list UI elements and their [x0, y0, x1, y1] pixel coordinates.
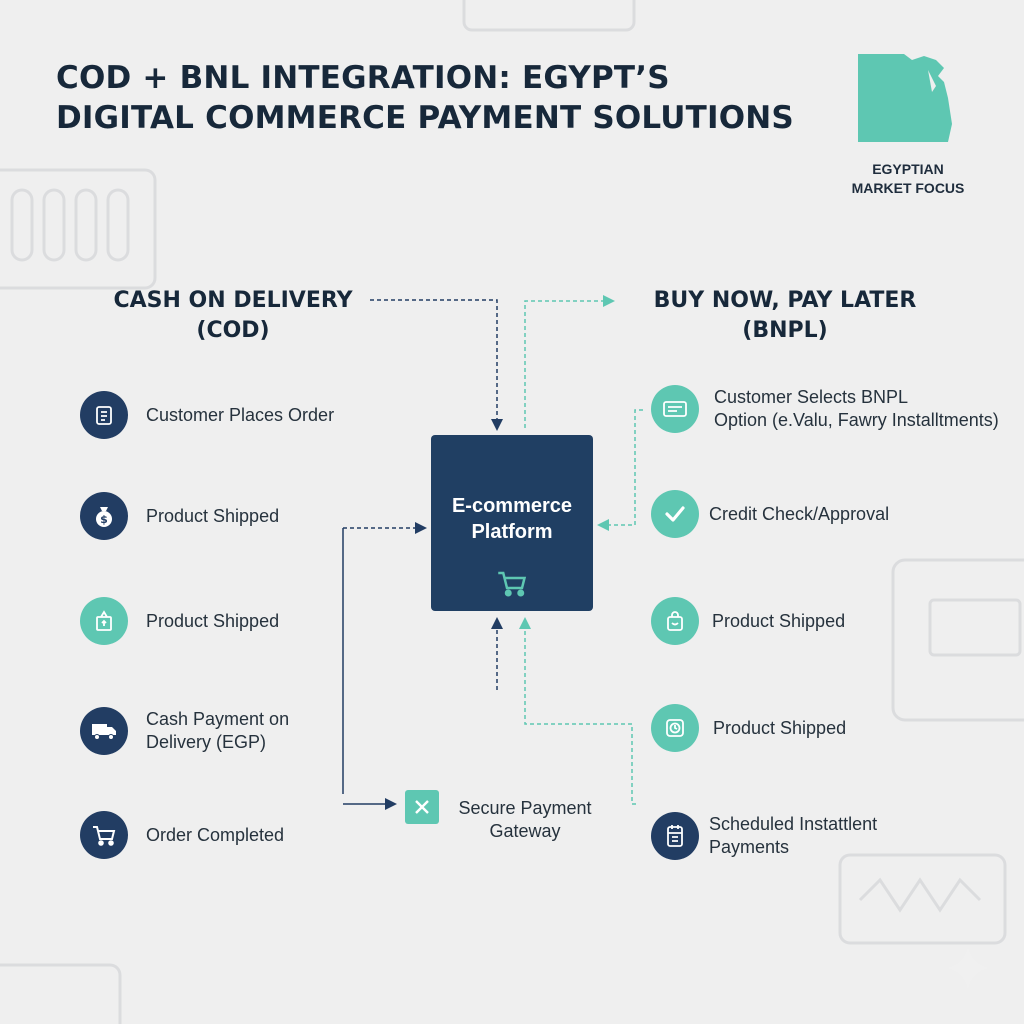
secure-gateway-label: Secure Payment Gateway: [458, 798, 592, 841]
bnpl-step-1-label: Customer Selects BNPL Option (e.Valu, Fa…: [714, 387, 999, 430]
cod-step-1-label: Customer Places Order: [146, 404, 335, 425]
cod-heading: CASH ON DELIVERY (COD): [96, 286, 370, 346]
calendar-icon: [651, 812, 699, 860]
truck-icon: [80, 707, 128, 755]
bnpl-step-4-label: Product Shipped: [713, 717, 847, 738]
cart-icon: [494, 568, 530, 603]
checkmark-icon: [651, 490, 699, 538]
cod-step-3: Product Shipped: [80, 597, 279, 645]
market-focus-label: EGYPTIAN MARKET FOCUS: [836, 160, 980, 198]
bnpl-heading-line-2: (BNPL): [742, 318, 828, 343]
close-icon: [405, 790, 439, 824]
market-line-2: MARKET FOCUS: [851, 180, 965, 196]
egypt-map-icon: [852, 46, 952, 146]
bnpl-step-5-label: Scheduled Instattlent Payments: [709, 814, 878, 857]
package-icon: [80, 597, 128, 645]
bnpl-step-2-label: Credit Check/Approval: [709, 503, 890, 524]
cart-icon: [80, 811, 128, 859]
timer-icon: [651, 704, 699, 752]
platform-label: E-commerce Platform: [451, 495, 573, 543]
cod-step-1: Customer Places Order: [80, 391, 334, 439]
document-icon: [80, 391, 128, 439]
ecommerce-platform-box: E-commerce Platform: [431, 435, 593, 611]
cod-step-2-label: Product Shipped: [146, 505, 280, 526]
bnpl-step-3-label: Product Shipped: [712, 610, 846, 631]
bnpl-step-2: Credit Check/Approval: [651, 490, 889, 538]
page-title: COD + BNL INTEGRATION: EGYPT’S DIGITAL C…: [56, 58, 816, 138]
cod-heading-line-1: CASH ON DELIVERY: [113, 288, 353, 313]
bnpl-step-4: Product Shipped: [651, 704, 846, 752]
money-bag-icon: $: [80, 492, 128, 540]
card-icon: [651, 385, 699, 433]
title-line-1: COD + BNL INTEGRATION: EGYPT’S: [56, 60, 670, 96]
bnpl-step-5: Scheduled Instattlent Payments: [651, 812, 877, 860]
svg-text:$: $: [100, 513, 108, 526]
market-line-1: EGYPTIAN: [872, 161, 944, 177]
cod-step-4-label: Cash Payment on Delivery (EGP): [146, 709, 290, 752]
title-line-2: DIGITAL COMMERCE PAYMENT SOLUTIONS: [56, 100, 794, 136]
cod-step-2: $ Product Shipped: [80, 492, 279, 540]
cod-step-3-label: Product Shipped: [146, 610, 280, 631]
bnpl-step-1: Customer Selects BNPL Option (e.Valu, Fa…: [651, 385, 999, 433]
cod-step-5-label: Order Completed: [146, 824, 285, 845]
bnpl-step-3: Product Shipped: [651, 597, 845, 645]
bnpl-heading: BUY NOW, PAY LATER (BNPL): [620, 286, 950, 346]
bnpl-heading-line-1: BUY NOW, PAY LATER: [653, 288, 917, 313]
cod-step-5: Order Completed: [80, 811, 284, 859]
shopping-bag-icon: [651, 597, 699, 645]
cod-step-4: Cash Payment on Delivery (EGP): [80, 707, 289, 755]
cod-heading-line-2: (COD): [196, 318, 270, 343]
